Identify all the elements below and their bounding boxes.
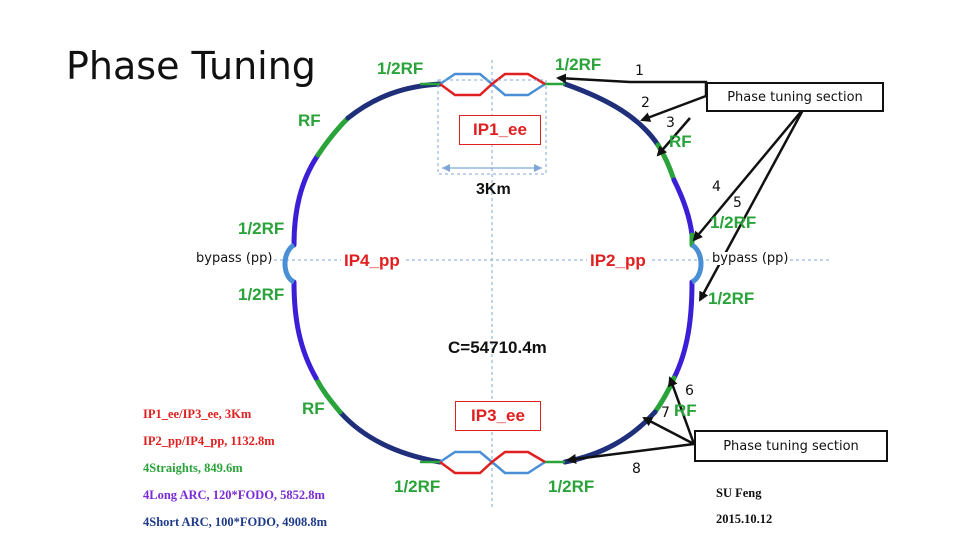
half-rf-label-bottom-left: 1/2RF: [394, 477, 441, 496]
rf-label-top-right: RF: [669, 132, 692, 151]
short-arc-bottom-left: [337, 409, 443, 465]
bypass-left: [282, 242, 296, 285]
legend-item-long-arc: 4Long ARC, 120*FODO, 5852.8m: [143, 488, 325, 502]
ip3-crossing: [420, 450, 565, 475]
legend-item-short-arc: 4Short ARC, 100*FODO, 4908.8m: [143, 515, 328, 529]
marker-number-1: 1: [635, 63, 644, 79]
bypass-right-label: bypass (pp): [712, 251, 789, 266]
phase-tuning-section-bottom: Phase tuning section: [694, 430, 888, 462]
rf-label-bottom-left: RF: [302, 399, 325, 418]
half-rf-label-top-right: 1/2RF: [555, 55, 602, 74]
marker-number-6: 6: [685, 383, 694, 399]
legend-item-ip-pp: IP2_pp/IP4_pp, 1132.8m: [143, 434, 275, 448]
long-arc-right-lower: [671, 279, 695, 381]
short-arc-top-right: [562, 81, 661, 148]
bypass-left-label: bypass (pp): [196, 251, 273, 266]
half-rf-label-right-lower: 1/2RF: [708, 289, 755, 308]
half-rf-label-left-upper: 1/2RF: [238, 219, 285, 238]
marker-number-3: 3: [666, 115, 675, 131]
ip1-region: [437, 79, 547, 175]
short-arc-top-left: [345, 81, 443, 121]
phase-tuning-section-top: Phase tuning section: [706, 82, 884, 112]
long-arc-left-lower: [291, 279, 319, 381]
slide-title: Phase Tuning: [66, 44, 316, 88]
half-rf-label-right-upper: 1/2RF: [710, 213, 757, 232]
marker-number-5: 5: [733, 195, 742, 211]
credit-author: SU Feng: [716, 486, 762, 500]
half-rf-label-left-lower: 1/2RF: [238, 285, 285, 304]
half-rf-label-top-left: 1/2RF: [377, 59, 424, 78]
long-arc-right-upper: [671, 177, 695, 238]
circumference-label: C=54710.4m: [448, 338, 547, 357]
long-arc-left-upper: [291, 152, 321, 248]
marker-number-2: 2: [641, 95, 650, 111]
marker-number-4: 4: [712, 179, 721, 195]
ip3-label: IP3_ee: [455, 401, 541, 431]
ip4-label: IP4_pp: [341, 251, 403, 271]
rf-label-top-left: RF: [298, 111, 321, 130]
marker-number-7: 7: [661, 405, 670, 421]
straight-top-left: [315, 115, 351, 158]
ip2-label: IP2_pp: [587, 251, 649, 271]
straight-bottom-left: [313, 375, 343, 415]
ip1-label: IP1_ee: [459, 115, 541, 145]
ip1-crossing: [420, 72, 565, 97]
legend-item-ip-ee: IP1_ee/IP3_ee, 3Km: [143, 407, 252, 421]
legend-item-straights: 4Straights, 849.6m: [143, 461, 243, 475]
bypass-right: [690, 242, 704, 285]
credit-date: 2015.10.12: [716, 512, 773, 526]
marker-number-8: 8: [632, 461, 641, 477]
half-rf-label-bottom-right: 1/2RF: [548, 477, 595, 496]
rf-label-bottom-right: RF: [674, 401, 697, 420]
straight-length-label: 3Km: [476, 181, 511, 198]
